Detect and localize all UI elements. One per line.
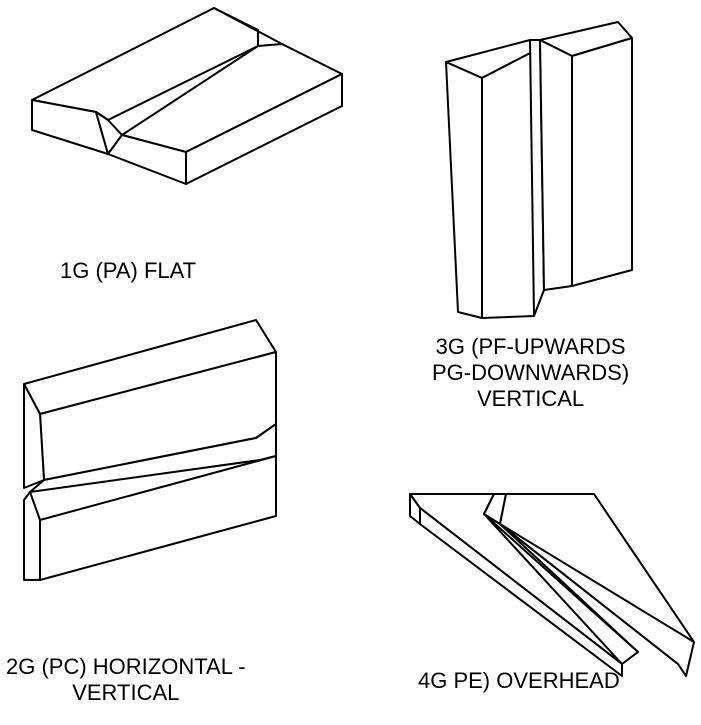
flat-right-plate-side [185, 73, 343, 185]
flat-position-drawing [31, 7, 343, 185]
overhead-right-plate-side [499, 523, 695, 677]
horizontal-position-drawing [23, 319, 277, 581]
horizontal-caption-line-1: 2G (PC) HORIZONTAL - [6, 654, 246, 679]
vertical-caption-line-1: 3G (PF-UPWARDS [435, 334, 626, 359]
vertical-position-caption: 3G (PF-UPWARDS PG-DOWNWARDS) VERTICAL [432, 334, 629, 412]
horizontal-caption-line-2: VERTICAL [72, 680, 180, 705]
flat-edge [213, 7, 283, 45]
horizontal-bottom-plate-end [23, 491, 41, 581]
overhead-caption-line-1: 4G PE) OVERHEAD [418, 668, 620, 693]
overhead-position-drawing [409, 493, 695, 677]
vertical-caption-line-3: VERTICAL [476, 386, 585, 411]
vertical-caption-line-2: PG-DOWNWARDS) [432, 360, 630, 385]
overhead-left-plate-side [419, 507, 623, 677]
overhead-position-caption: 4G PE) OVERHEAD [418, 668, 620, 694]
vertical-position-drawing [445, 21, 633, 319]
vertical-left-plate-front [445, 61, 483, 319]
overhead-groove-edge-2 [499, 523, 639, 653]
overhead-groove-edge [483, 513, 623, 665]
flat-position-caption: 1G (PA) FLAT [60, 258, 196, 284]
vertical-right-plate-front [539, 39, 573, 291]
flat-caption-line-1: 1G (PA) FLAT [60, 258, 197, 283]
horizontal-position-caption: 2G (PC) HORIZONTAL - VERTICAL [6, 654, 246, 706]
vertical-right-plate-side [571, 37, 633, 287]
